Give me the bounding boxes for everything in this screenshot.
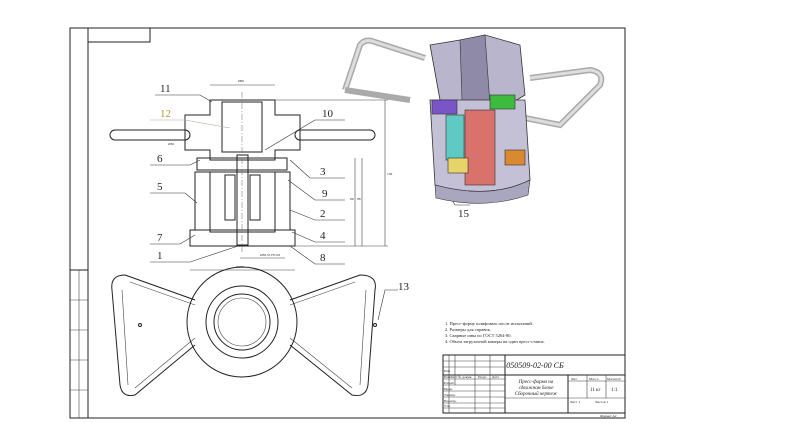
tb-header-date: Дата [492,375,499,379]
tb-header-doc: № докум. [458,375,472,379]
tb-row-4: Утв. [444,404,451,408]
dim-inner-dia: Ø36 [168,142,174,146]
dim-h1: 86 [350,197,354,201]
col-lit: Лит. [571,377,578,381]
label-6: 6 [157,153,163,165]
name-line-3: Сборочный чертеж [515,391,558,397]
tb-row-0: Разраб. [444,381,455,385]
part-labels: 11 12 10 6 3 5 9 2 7 4 1 8 13 15 [157,83,470,293]
dim-h2: 88 [357,197,361,201]
label-12: 12 [160,108,171,120]
label-3: 3 [320,166,326,178]
dimensions: Ø60 Ø36 136 86 88 Ø100 Ø38,31 H7/e8 [168,79,393,271]
leader-lines [150,94,470,321]
tb-row-3: Н.контр. [444,399,457,403]
label-7: 7 [157,232,163,244]
dim-height: 136 [387,172,393,176]
scale-value: 1:1 [611,388,618,393]
tb-header-izm: Изм [444,375,451,379]
note-2: 2. Размеры для справок. [445,327,491,332]
label-11: 11 [160,83,171,95]
name-line-2: сдвижном блоке [519,386,555,391]
sheet-number: Лист 1 [570,400,580,404]
col-scale: Масштаб [607,377,621,381]
technical-notes: 1. Пресс-форму шлифовать после испытаний… [445,321,545,344]
section-view [109,92,376,252]
label-5: 5 [157,181,163,193]
tb-row-izm: Изм [444,369,451,373]
note-4: 4. Объем загрузочной камеры на один прес… [445,339,545,344]
note-3: 3. Сварные швы по ГОСТ 5264-80. [445,333,512,338]
label-9: 9 [322,188,328,200]
sheet-frame [69,27,626,419]
label-15: 15 [458,208,470,220]
label-4: 4 [320,230,326,242]
dim-top-dia: Ø60 [238,79,244,83]
label-1: 1 [157,250,163,262]
tb-row-2: Т.контр. [444,393,456,397]
note-1: 1. Пресс-форму шлифовать после испытаний… [445,321,533,326]
tb-header-list: Лист [450,375,458,379]
format-label: Формат A2 [600,414,617,418]
designation: 050509-02-00 СБ [506,361,564,370]
tb-header-sign: Подп. [478,375,487,379]
isometric-model [342,34,605,204]
name-line-1: Пресс-форма на [518,380,554,385]
bottom-view [111,266,377,396]
label-10: 10 [322,108,334,120]
dim-fit: Ø38,31 H7/e8 [260,253,280,258]
mass-value: 11 кг [590,388,601,393]
title-block: Изм Лист № докум. Подп. Дата Разраб. Про… [442,354,626,418]
tb-row-1: Пров. [444,387,453,391]
sheet-count: Листов 1 [595,400,609,404]
col-mass: Масса [589,377,599,381]
label-13: 13 [398,281,410,293]
label-2: 2 [320,208,326,220]
label-8: 8 [320,252,326,264]
